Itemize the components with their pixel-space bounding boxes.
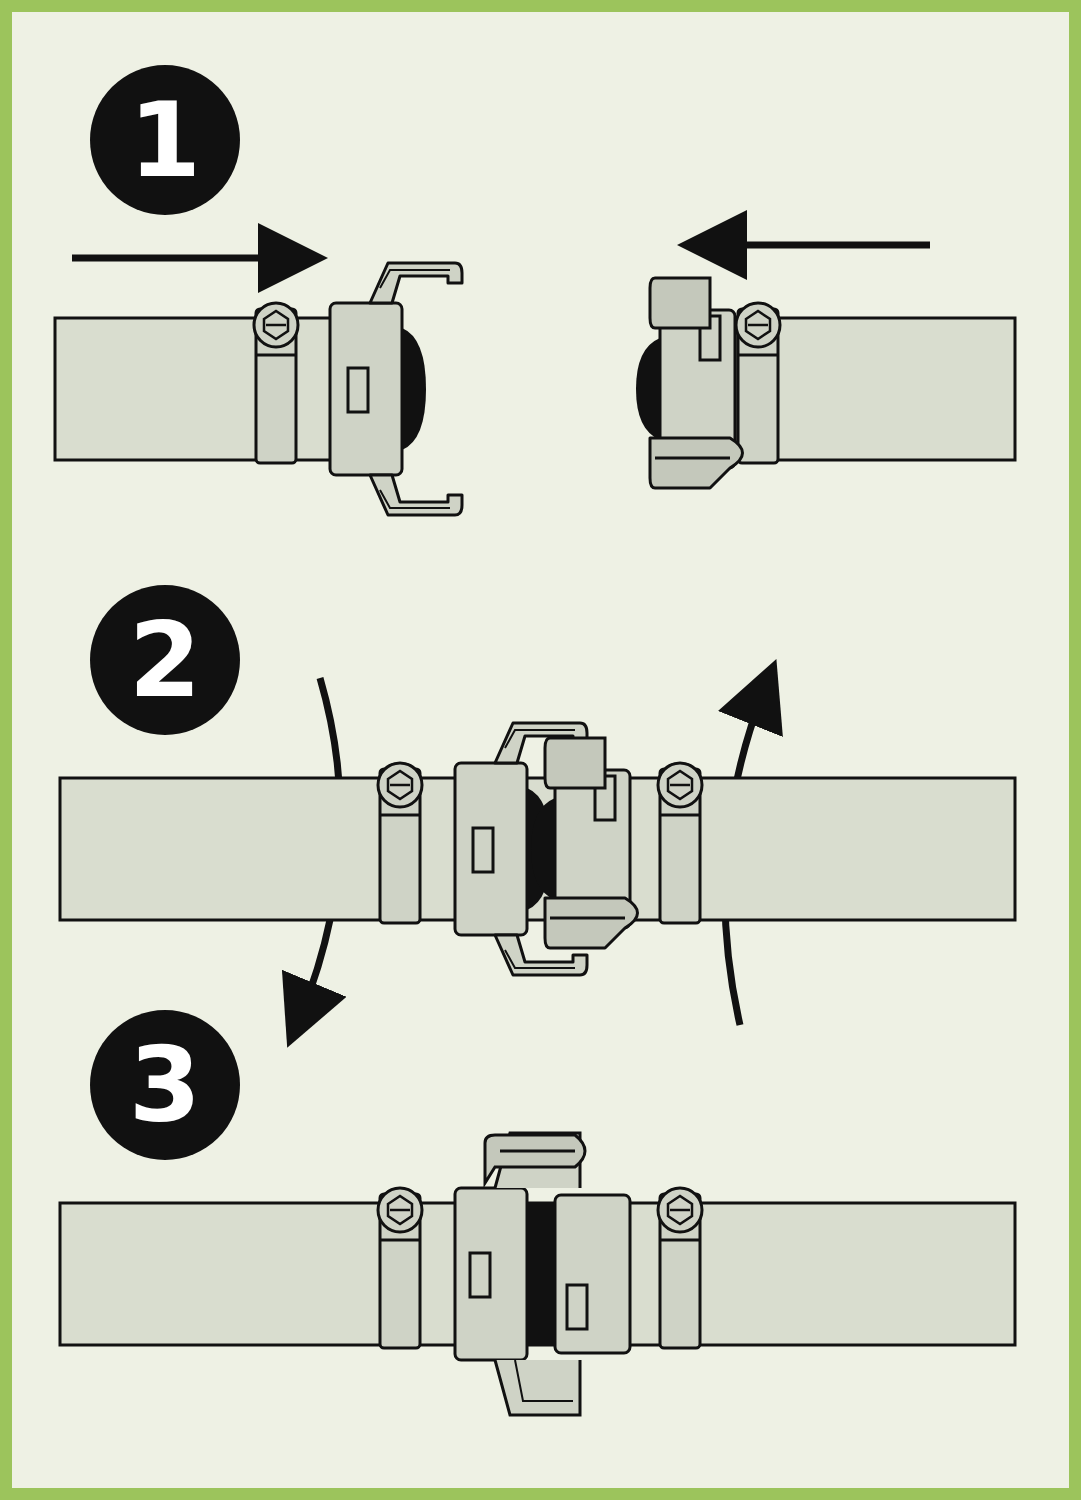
step-number-circle: 3 <box>90 1010 240 1160</box>
step-number-circle: 1 <box>90 65 240 215</box>
step-number: 1 <box>129 88 201 192</box>
step-number: 3 <box>129 1033 201 1137</box>
step-number-circle: 2 <box>90 585 240 735</box>
step-number: 2 <box>129 608 201 712</box>
